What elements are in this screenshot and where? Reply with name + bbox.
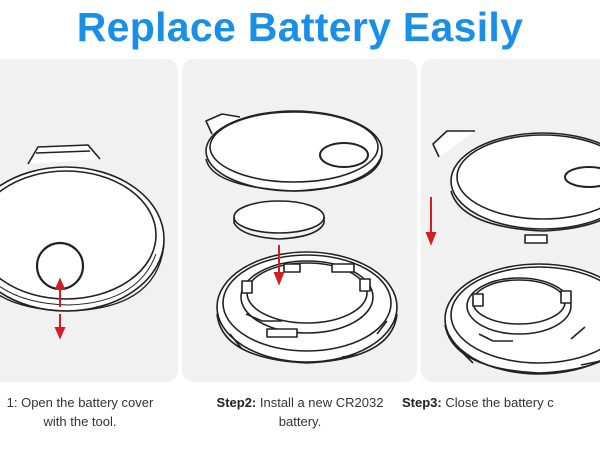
step2-panel [182,59,417,382]
step1-arrow-down [54,314,66,340]
step2-label: Step2: [216,395,257,410]
step1-text-line2: with the tool. [43,414,117,429]
step3-illustration [425,130,600,375]
step1-panel [0,59,178,382]
page-title: Replace Battery Easily [76,4,524,50]
step3-text-line1: Close the battery c [441,395,554,410]
step3-caption: Step3: Close the battery c [402,393,600,412]
step1-arrow-up [54,277,66,307]
step2-text-line2: battery. [278,414,322,429]
step2-arrow-down [273,245,285,286]
step3-arrow-down [425,197,437,246]
step1-illustration [0,144,165,340]
step2-illustration [205,110,398,364]
step3-panel [421,59,600,382]
step2-text-line1: Install a new CR2032 [256,395,384,410]
step2-caption: Step2: Install a new CR2032 battery. [180,393,420,431]
step1-text-line1: 1: Open the battery cover [6,395,154,410]
step1-caption: 1: Open the battery cover with the tool. [0,393,200,431]
step3-label: Step3: [402,395,442,410]
